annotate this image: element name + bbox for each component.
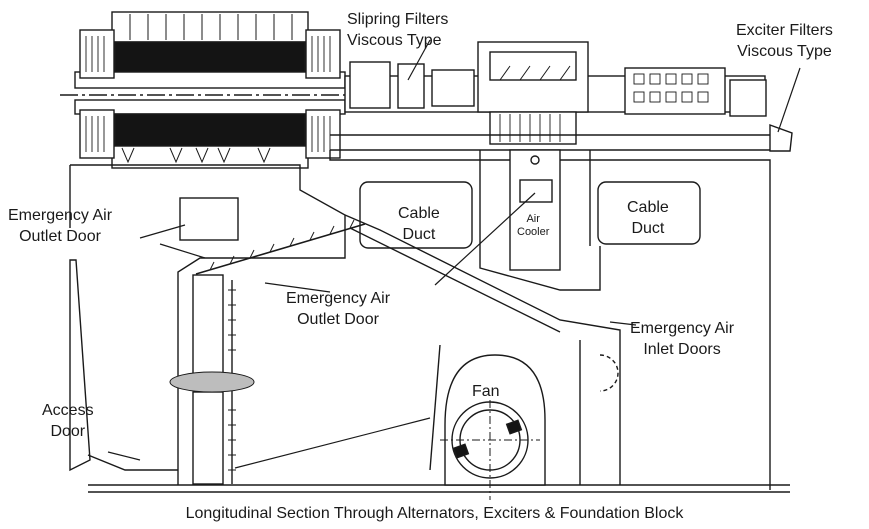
exciter-filters-label: Exciter Filters Viscous Type <box>736 22 833 60</box>
access-door-label: Access Door <box>42 402 94 440</box>
cable-duct-right-label: Cable Duct <box>627 199 669 237</box>
cable-duct-left-label: Cable Duct <box>398 205 440 243</box>
foundation-block <box>69 149 790 500</box>
figure-caption: Longitudinal Section Through Alternators… <box>185 505 684 522</box>
emergency-air-outlet-door-center-label: Emergency Air Outlet Door <box>286 290 391 328</box>
air-cooler-label: Air Cooler <box>517 213 550 238</box>
leader-lines <box>107 39 801 469</box>
emergency-air-outlet-door-left-label: Emergency Air Outlet Door <box>8 207 113 245</box>
shaft-and-exciter <box>330 41 793 152</box>
slipring-filters-label: Slipring Filters Viscous Type <box>347 11 449 49</box>
emergency-air-inlet-doors-label: Emergency Air Inlet Doors <box>630 320 735 358</box>
fan-label: Fan <box>472 383 500 400</box>
